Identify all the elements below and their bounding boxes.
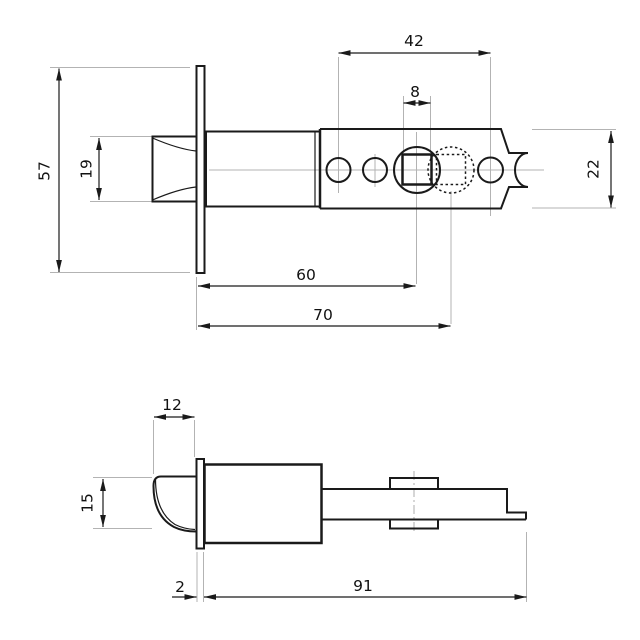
- dim-70: 70: [198, 306, 451, 329]
- hole-right: [477, 156, 504, 184]
- dim-12: 12: [154, 396, 195, 420]
- latch-bolt-bevel-bottom: [152, 186, 197, 201]
- spindle-hole-square-dashed: [435, 153, 467, 186]
- latch-bolt-side-bevel: [154, 478, 196, 531]
- dim-57: 57: [35, 68, 62, 272]
- spindle-hub-circle-dashed: [427, 146, 475, 194]
- spindle-hole-square: [401, 153, 433, 186]
- dim-57-label: 57: [35, 161, 53, 181]
- dim-8-label: 8: [410, 83, 420, 101]
- dim-19-label: 19: [77, 159, 95, 179]
- hole-middle: [362, 157, 388, 183]
- collar-bottom: [389, 518, 439, 530]
- dim-42: 42: [338, 32, 491, 56]
- latch-bolt-side-view: [152, 475, 197, 533]
- latch-bolt-outline: [151, 135, 198, 203]
- dim-42-label: 42: [404, 32, 424, 50]
- latch-bolt-bevel-top: [152, 137, 197, 152]
- collar-top: [389, 477, 439, 490]
- top-view: 57 19 42 8 22 60 70: [35, 32, 616, 330]
- case-side-view: [203, 463, 323, 545]
- faceplate-top-view: [195, 65, 206, 274]
- spindle-hub-circle: [393, 146, 441, 194]
- faceplate-side-view: [195, 458, 205, 550]
- dim-70-label: 70: [313, 306, 333, 324]
- dim-60: 60: [198, 266, 416, 289]
- latch-bolt-side-outline: [152, 475, 197, 533]
- dim-15: 15: [78, 479, 106, 527]
- top-view-extension-lines: [50, 57, 616, 330]
- latch-bolt-top-view: [151, 135, 198, 203]
- side-view-extension-lines: [93, 420, 527, 602]
- dim-22-label: 22: [584, 159, 602, 179]
- dim-2-label: 2: [175, 578, 185, 596]
- dim-15-label: 15: [78, 493, 96, 513]
- dim-2: 2: [172, 578, 197, 600]
- case-rear-section: [320, 128, 529, 210]
- dim-91-label: 91: [353, 577, 373, 595]
- dim-8: 8: [403, 83, 431, 106]
- dim-60-label: 60: [296, 266, 316, 284]
- dim-22: 22: [584, 131, 614, 208]
- latch-tube-side-view: [321, 488, 527, 521]
- dim-19: 19: [77, 138, 102, 200]
- dim-12-label: 12: [162, 396, 182, 414]
- case-front-section: [204, 130, 320, 208]
- side-view: 12 15 2 91: [78, 396, 527, 602]
- dim-91: 91: [204, 577, 527, 600]
- hole-left: [325, 157, 352, 183]
